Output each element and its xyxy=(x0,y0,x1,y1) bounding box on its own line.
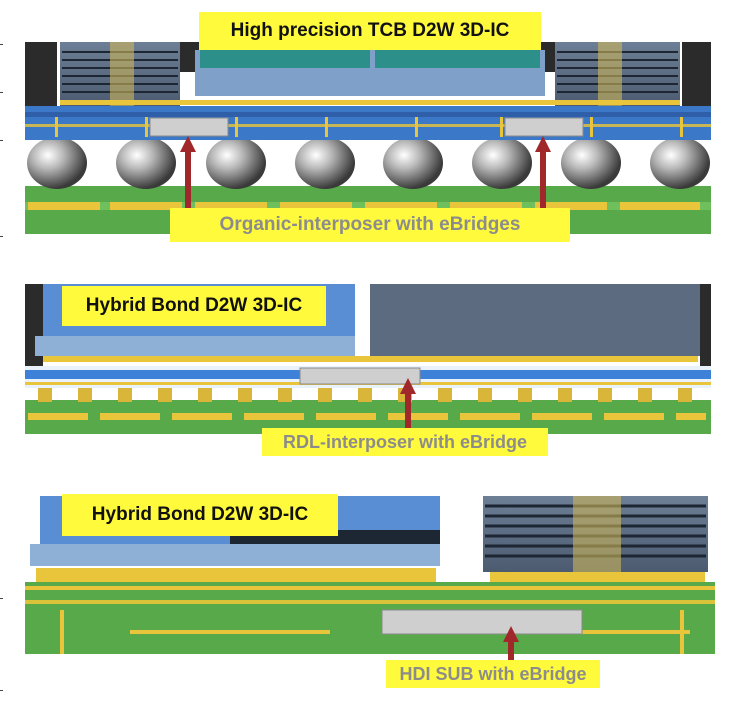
die-right-dark xyxy=(700,284,711,366)
micro-bumps xyxy=(43,356,698,362)
edge-mark xyxy=(0,598,3,599)
top-panel-caption: Organic-interposer with eBridges xyxy=(170,208,570,242)
panel-hdi-substrate: Hybrid Bond D2W 3D-IC HDI SUB with eBrid… xyxy=(0,490,744,690)
arrow-left xyxy=(180,136,196,212)
mid-panel-caption: RDL-interposer with eBridge xyxy=(262,428,548,456)
substrate-pads xyxy=(28,413,706,420)
edge-mark xyxy=(0,236,3,237)
hdi-substrate-cross-section xyxy=(25,496,715,662)
top-die-teal-left xyxy=(200,50,370,68)
ebridge-left xyxy=(149,117,229,137)
top-panel-title: High precision TCB D2W 3D-IC xyxy=(199,12,541,50)
edge-mark xyxy=(0,140,3,141)
mid-panel-title: Hybrid Bond D2W 3D-IC xyxy=(62,286,326,326)
interposer-vias xyxy=(55,117,683,137)
hybrid-bond-base-die xyxy=(35,336,355,356)
edge-mark xyxy=(0,690,3,691)
logic-die-right xyxy=(370,284,700,356)
substrate-pads xyxy=(28,202,700,210)
hybrid-bond-base-die xyxy=(30,544,440,566)
bottom-panel-caption: HDI SUB with eBridge xyxy=(386,660,600,688)
hdi-substrate xyxy=(25,582,715,654)
organic-interposer xyxy=(25,106,711,140)
rdl-interposer-cross-section xyxy=(25,284,711,436)
panel-rdl-interposer: Hybrid Bond D2W 3D-IC RDL-interposer wit… xyxy=(0,278,744,468)
arrow xyxy=(503,626,519,662)
bottom-panel-title: Hybrid Bond D2W 3D-IC xyxy=(62,494,338,536)
die-left-dark xyxy=(25,42,57,106)
panel-organic-interposer: High precision TCB D2W 3D-IC Organic-int… xyxy=(0,0,744,250)
arrow xyxy=(400,378,416,436)
micro-bumps xyxy=(60,100,680,105)
ebridge xyxy=(381,609,583,635)
ebridge-right xyxy=(504,117,584,137)
top-die-teal-right xyxy=(375,50,540,68)
c4-bumps xyxy=(38,386,692,402)
edge-mark xyxy=(0,44,3,45)
micro-bumps-left xyxy=(36,568,436,582)
solder-balls xyxy=(27,137,710,189)
micro-bumps-right xyxy=(490,572,705,582)
arrow-right xyxy=(535,136,551,212)
ebridge xyxy=(299,367,421,385)
die-right-dark xyxy=(682,42,711,106)
edge-mark xyxy=(0,92,3,93)
